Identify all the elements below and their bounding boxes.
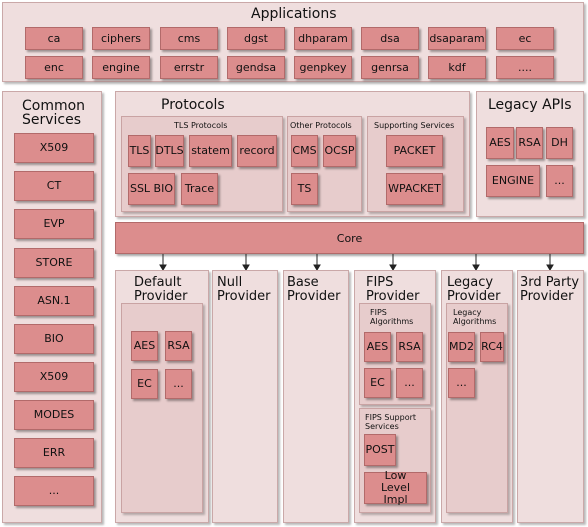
common-item-x509: X509 — [14, 133, 94, 163]
app-item-more: .... — [496, 56, 554, 79]
tls-item-trace: Trace — [181, 173, 218, 205]
app-item-errstr: errstr — [160, 56, 218, 79]
applications-title: Applications — [251, 6, 337, 22]
app-item-kdf: kdf — [428, 56, 486, 79]
common-item-more: ... — [14, 476, 94, 506]
common-item-modes: MODES — [14, 400, 94, 430]
fips-support-title-line1: FIPS Support — [365, 413, 417, 422]
tls-item-dtls: DTLS — [155, 135, 184, 167]
legacy-api-engine: ENGINE — [486, 165, 540, 197]
app-item-enc: enc — [25, 56, 83, 79]
legacy-provider-title-line1: Legacy — [447, 275, 494, 290]
null-provider-panel — [212, 270, 278, 523]
supporting-item-packet: PACKET — [386, 135, 443, 167]
tls-item-ssl-bio: SSL BIO — [128, 173, 175, 205]
tls-item-statem: statem — [189, 135, 232, 167]
other-item-cms: CMS — [291, 135, 318, 167]
legacy-provider-title-line2: Provider — [447, 289, 501, 304]
fips-provider-title-line2: Provider — [366, 289, 420, 304]
legacy-item-rc4: RC4 — [480, 332, 504, 362]
null-provider-title-line2: Provider — [217, 289, 271, 304]
app-item-dsaparam: dsaparam — [428, 27, 486, 50]
legacy-api-aes: AES — [486, 127, 514, 159]
fips-provider-title-line1: FIPS — [366, 275, 394, 290]
app-item-engine: engine — [92, 56, 150, 79]
legacy-item-more: ... — [448, 368, 475, 398]
app-item-cms: cms — [160, 27, 218, 50]
supporting-item-wpacket: WPACKET — [386, 173, 443, 205]
fips-item-more: ... — [396, 368, 423, 398]
legacy-algorithms-title-line2: Algorithms — [453, 317, 497, 326]
tls-item-tls: TLS — [128, 135, 151, 167]
app-item-gendsa: gendsa — [227, 56, 285, 79]
fips-item-aes: AES — [364, 332, 391, 362]
third-party-provider-panel — [517, 270, 584, 523]
fips-algorithms-title-line1: FIPS — [370, 308, 387, 317]
app-item-ciphers: ciphers — [92, 27, 150, 50]
app-item-ca: ca — [25, 27, 83, 50]
common-item-evp: EVP — [14, 209, 94, 239]
third-party-provider-title-line2: Provider — [520, 289, 574, 304]
other-item-ocsp: OCSP — [323, 135, 356, 167]
default-item-more: ... — [165, 369, 192, 399]
base-provider-title-line2: Provider — [287, 289, 341, 304]
common-item-asn1: ASN.1 — [14, 286, 94, 316]
default-provider-title-line2: Provider — [134, 289, 188, 304]
default-item-aes: AES — [131, 331, 158, 361]
legacy-apis-title: Legacy APIs — [488, 97, 572, 113]
fips-support-low-level-impl: Low Level Impl — [364, 470, 427, 506]
common-services-title-line1: Common — [22, 98, 86, 114]
third-party-provider-title-line1: 3rd Party — [520, 275, 580, 290]
legacy-item-md2: MD2 — [448, 332, 475, 362]
core-bar: Core — [115, 222, 584, 254]
app-item-dsa: dsa — [361, 27, 419, 50]
fips-support-post: POST — [364, 434, 396, 466]
common-item-ct: CT — [14, 171, 94, 201]
common-item-x509-2: X509 — [14, 362, 94, 392]
fips-support-title-line2: Services — [365, 422, 399, 431]
fips-algorithms-title-line2: Algorithms — [370, 317, 414, 326]
legacy-api-dh: DH — [546, 127, 573, 159]
other-item-ts: TS — [291, 173, 318, 205]
common-services-title-line2: Services — [22, 112, 82, 128]
legacy-algorithms-title-line1: Legacy — [453, 308, 482, 317]
base-provider-panel — [283, 270, 349, 523]
legacy-api-more: ... — [546, 165, 573, 197]
fips-item-rsa: RSA — [396, 332, 423, 362]
tls-item-record: record — [237, 135, 277, 167]
common-item-err: ERR — [14, 438, 94, 468]
tls-protocols-title: TLS Protocols — [174, 121, 228, 130]
app-item-genrsa: genrsa — [361, 56, 419, 79]
base-provider-title-line1: Base — [287, 275, 319, 290]
null-provider-title-line1: Null — [217, 275, 243, 290]
common-item-store: STORE — [14, 248, 94, 278]
other-protocols-title: Other Protocols — [290, 121, 352, 130]
default-provider-title-line1: Default — [134, 275, 182, 290]
app-item-ec: ec — [496, 27, 554, 50]
fips-item-ec: EC — [364, 368, 391, 398]
default-item-rsa: RSA — [165, 331, 192, 361]
app-item-dgst: dgst — [227, 27, 285, 50]
supporting-services-title: Supporting Services — [374, 121, 455, 130]
app-item-dhparam: dhparam — [294, 27, 352, 50]
default-item-ec: EC — [131, 369, 158, 399]
common-item-bio: BIO — [14, 324, 94, 354]
protocols-title: Protocols — [161, 97, 225, 113]
app-item-genpkey: genpkey — [294, 56, 352, 79]
legacy-api-rsa: RSA — [516, 127, 543, 159]
